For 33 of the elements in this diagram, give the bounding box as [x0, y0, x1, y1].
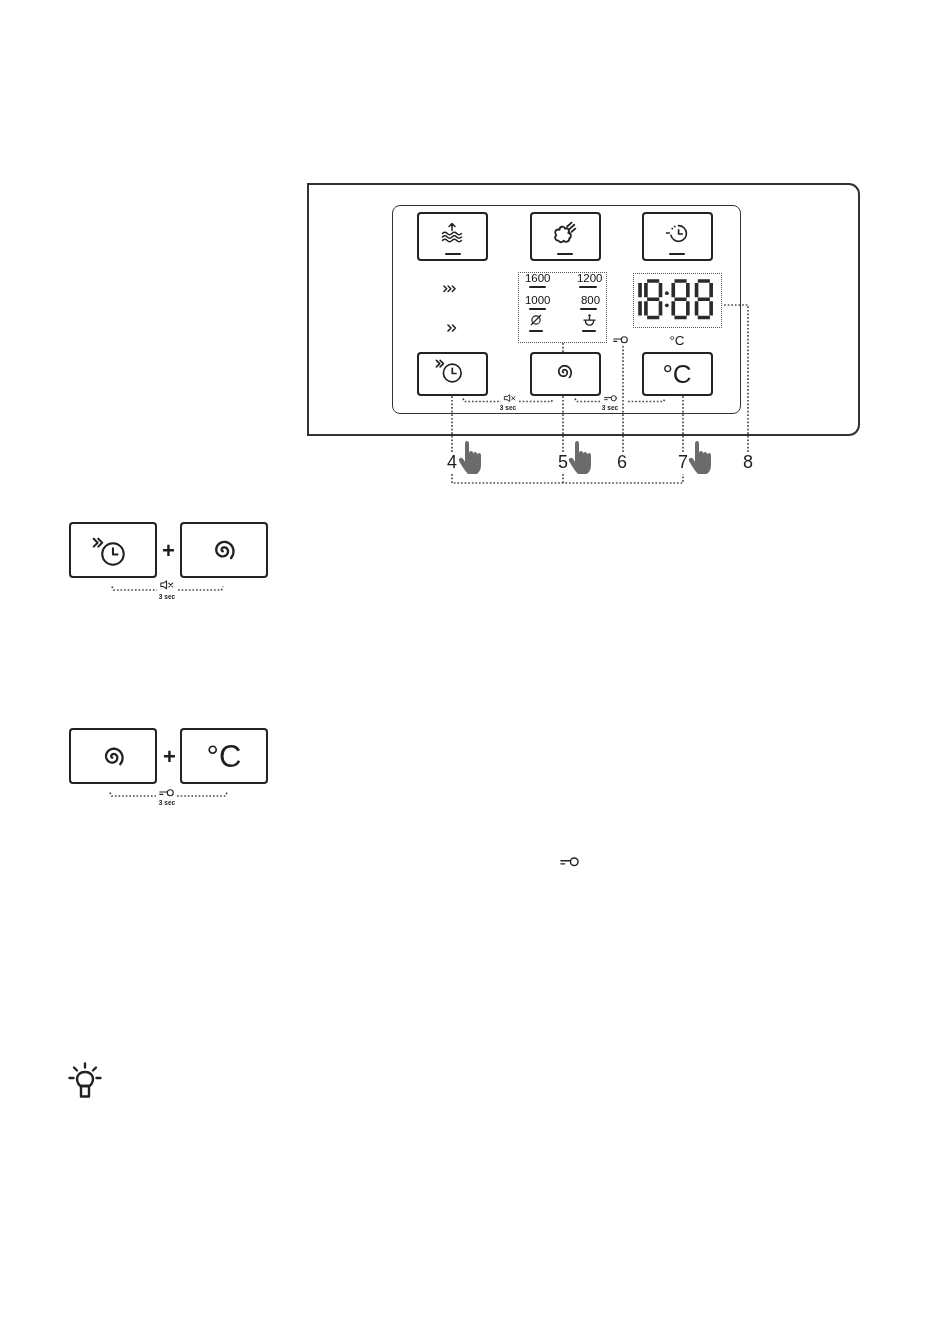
celsius-label: °C	[669, 334, 685, 348]
dotted-frame	[517, 271, 607, 343]
plus-sign: +	[163, 746, 176, 768]
leader-line	[562, 395, 564, 453]
leader-line	[721, 304, 749, 453]
key-icon	[613, 336, 628, 344]
leader-line	[622, 343, 624, 453]
speed-value: 1200	[576, 271, 603, 284]
callout-number: 4	[445, 452, 459, 472]
panel-button	[416, 351, 488, 396]
panel-button	[529, 211, 601, 261]
panel-button	[69, 728, 157, 784]
panel-button	[69, 522, 157, 578]
callout-number: 6	[615, 452, 629, 472]
callout-number: 7	[676, 452, 690, 472]
leader-line	[682, 395, 684, 453]
leader-line	[451, 395, 453, 453]
leader-line	[562, 342, 564, 353]
panel-button	[641, 211, 713, 261]
panel-button	[416, 211, 488, 261]
plus-sign: +	[162, 540, 175, 562]
speed-value: 1000	[524, 293, 551, 306]
control-panel	[307, 183, 860, 436]
speed-value: 800	[580, 293, 601, 306]
panel-button	[180, 522, 268, 578]
button-panel	[392, 205, 741, 414]
panel-button	[529, 351, 601, 396]
callout-number: 5	[556, 452, 570, 472]
panel-button: °C	[641, 351, 713, 396]
dotted-frame	[632, 272, 722, 328]
panel-button: °C	[180, 728, 268, 784]
callout-number: 8	[741, 452, 755, 472]
speed-value: 1600	[524, 271, 551, 284]
